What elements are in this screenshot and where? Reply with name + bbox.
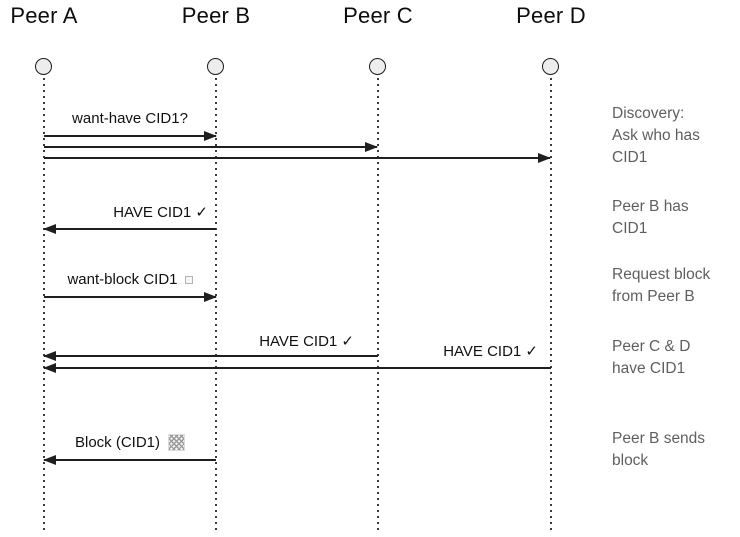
peer-a-node-circle	[35, 58, 52, 75]
peer-d-node-circle	[542, 58, 559, 75]
peer-b-title: Peer B	[181, 3, 251, 28]
annotation-peer-b-sends: Peer B sends block	[612, 430, 706, 469]
message-text: HAVE CID1 ✓	[443, 343, 538, 360]
arrow-want-have-a-to-d	[44, 153, 551, 163]
arrow-block-b-to-a	[43, 455, 216, 465]
peer-c-lifeline	[377, 78, 379, 530]
annotation-peer-c-d-have: Peer C & D have CID1	[612, 338, 691, 377]
peer-b-lifeline	[215, 78, 217, 530]
message-label-have-c: HAVE CID1 ✓	[44, 332, 378, 350]
message-text: HAVE CID1 ✓	[113, 204, 208, 221]
arrow-want-have-a-to-b	[44, 131, 217, 141]
annotation-peer-b-has: Peer B has CID1	[612, 198, 689, 237]
message-label-have-b: HAVE CID1 ✓	[44, 203, 216, 221]
message-label-want-have: want-have CID1?	[44, 110, 216, 127]
empty-square-icon	[184, 276, 193, 284]
arrow-want-block-a-to-b	[44, 292, 217, 302]
annotation-request-block: Request block from Peer B	[612, 266, 711, 305]
message-label-have-d: HAVE CID1 ✓	[44, 342, 551, 360]
arrow-have-b-to-a	[43, 224, 216, 234]
peer-c-node-circle	[369, 58, 386, 75]
message-text: want-have CID1?	[72, 110, 188, 127]
message-label-want-block: want-block CID1	[44, 271, 216, 288]
arrow-want-have-a-to-c	[44, 142, 378, 152]
annotation-discovery: Discovery: Ask who has CID1	[612, 105, 700, 166]
message-text: HAVE CID1 ✓	[259, 333, 354, 350]
peer-d-lifeline	[550, 78, 552, 530]
peer-a-lifeline	[43, 78, 45, 530]
peer-d-title: Peer D	[516, 3, 586, 28]
arrow-have-c-to-a	[43, 351, 378, 361]
peer-c-title: Peer C	[343, 3, 413, 28]
arrow-have-d-to-a	[43, 363, 551, 373]
peer-b-node-circle	[207, 58, 224, 75]
message-text: want-block CID1	[67, 271, 178, 288]
peer-a-title: Peer A	[10, 3, 78, 28]
message-label-block: Block (CID1)	[44, 434, 216, 451]
message-text: Block (CID1)	[74, 434, 160, 451]
checkered-block-icon	[168, 434, 185, 451]
